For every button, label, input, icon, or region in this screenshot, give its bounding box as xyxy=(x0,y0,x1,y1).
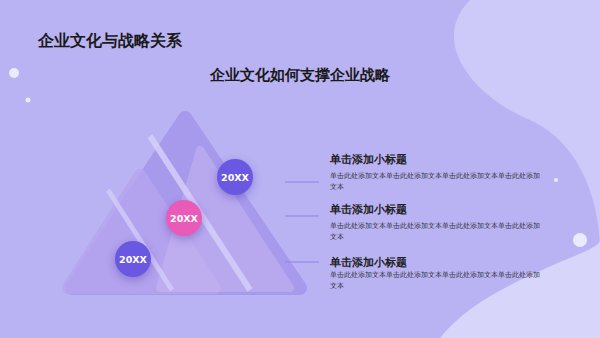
subtitle: 企业文化如何支撑企业战略 xyxy=(210,66,390,85)
year-circle: 20XX xyxy=(166,200,202,236)
item-body: 单击此处添加文本单击此处添加文本单击此处添加文本单击此处添加文本 xyxy=(330,170,546,192)
decor-dot xyxy=(26,98,31,103)
year-circle: 20XX xyxy=(217,159,253,195)
leader-line xyxy=(285,182,319,262)
decor-dot xyxy=(9,68,19,78)
background-blob xyxy=(440,240,600,338)
item-heading: 单击添加小标题 xyxy=(330,152,407,167)
year-text: 20XX xyxy=(119,254,147,265)
triangle-illustration xyxy=(68,118,300,290)
decor-dot xyxy=(573,233,587,247)
year-circle: 20XX xyxy=(115,241,151,277)
slide-title: 企业文化与战略关系 xyxy=(38,31,182,52)
year-text: 20XX xyxy=(170,213,198,224)
decor-dot xyxy=(554,178,558,182)
year-text: 20XX xyxy=(221,172,249,183)
item-body: 单击此处添加文本单击此处添加文本单击此处添加文本单击此处添加文本 xyxy=(330,220,546,242)
item-heading: 单击添加小标题 xyxy=(330,202,407,217)
item-heading: 单击添加小标题 xyxy=(330,255,407,270)
item-body: 单击此处添加文本单击此处添加文本单击此处添加文本单击此处添加文本 xyxy=(330,269,546,291)
